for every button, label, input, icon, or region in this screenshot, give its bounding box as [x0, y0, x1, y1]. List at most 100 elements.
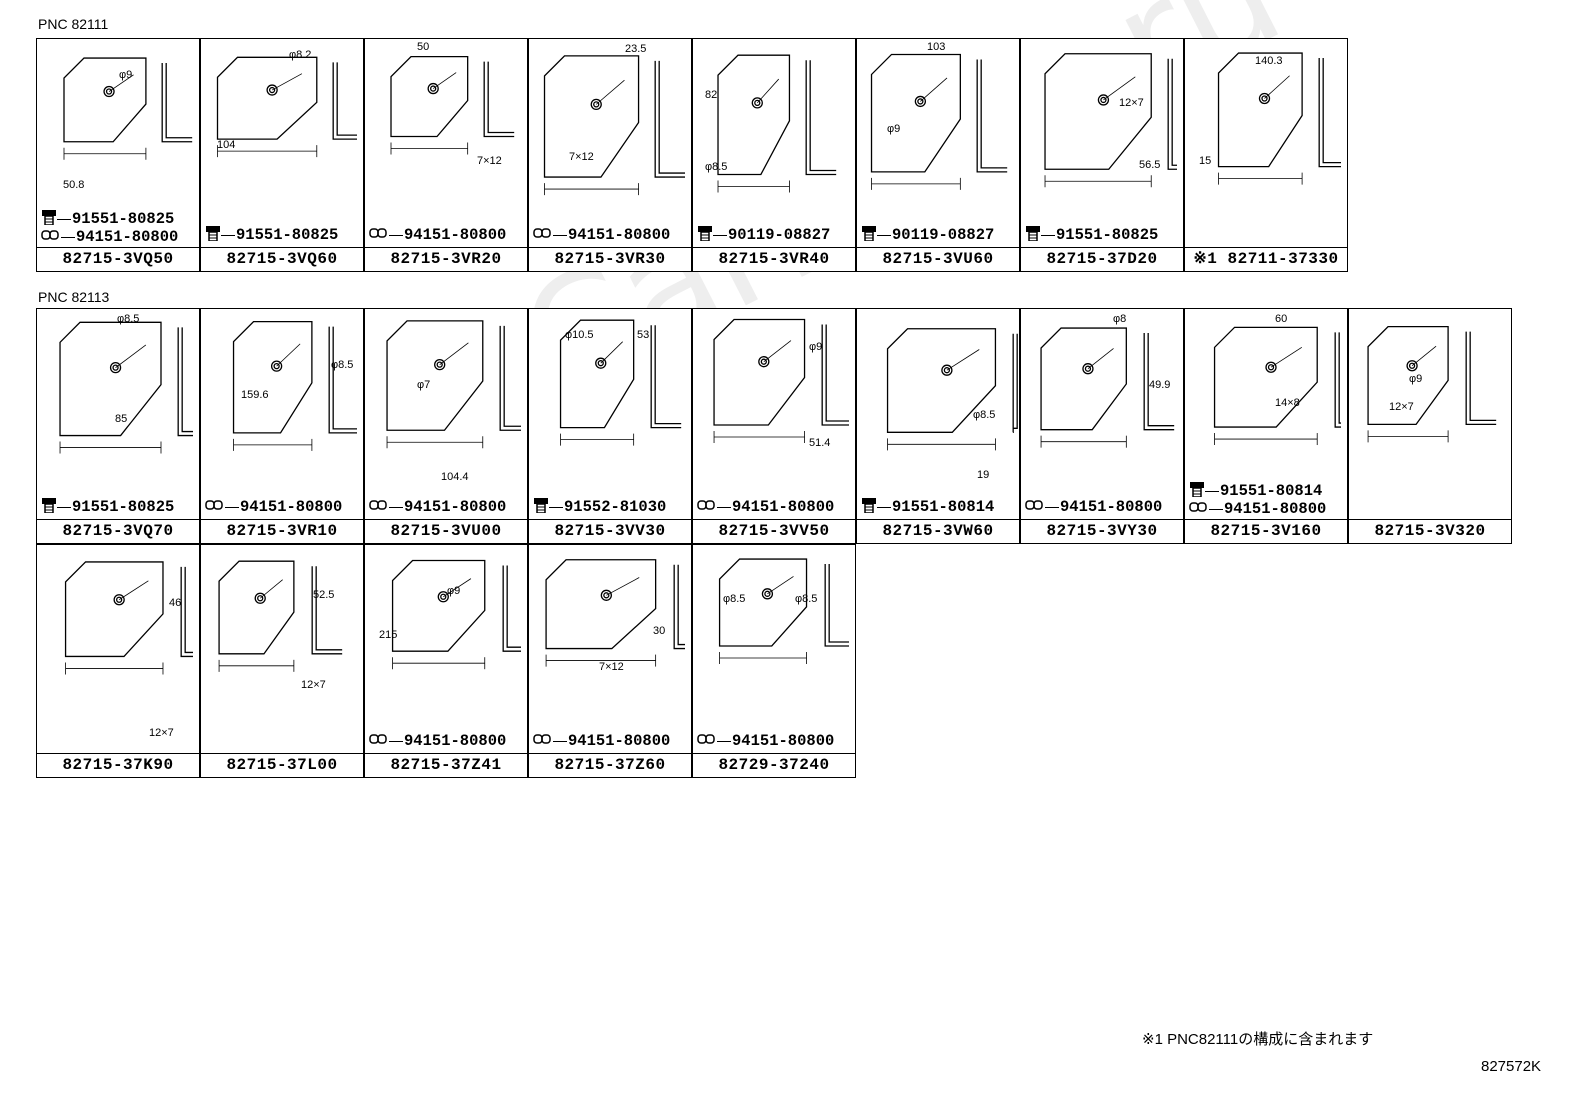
part-number-label[interactable]: 82715-37D20	[1021, 247, 1183, 271]
bolt-icon	[533, 497, 549, 518]
hardware-part-number: 94151-80800	[76, 228, 179, 246]
hardware-part-number: 94151-80800	[240, 498, 343, 516]
part-number-label[interactable]: 82715-3VQ50	[37, 247, 199, 271]
part-number-label[interactable]: 82715-3V160	[1185, 519, 1347, 543]
dimension-label: 19	[977, 469, 990, 481]
dimension-label: φ8.2	[289, 49, 312, 61]
part-number-label[interactable]: 82715-3VR10	[201, 519, 363, 543]
hardware-callout: 94151-80800	[369, 732, 525, 750]
part-number-label[interactable]: 82715-37K90	[37, 753, 199, 777]
bolt-icon	[697, 225, 713, 246]
clip-icon	[1025, 497, 1045, 518]
hardware-callout: 91552-81030	[533, 497, 689, 518]
part-number-label[interactable]: 82715-3VR30	[529, 247, 691, 271]
part-number-label[interactable]: 82715-3VV30	[529, 519, 691, 543]
clip-icon	[369, 731, 389, 752]
leader-line	[389, 234, 403, 236]
leader-line	[57, 506, 71, 508]
hardware-part-number: 91551-80814	[1220, 482, 1323, 500]
dimension-label: φ8.5	[705, 161, 728, 173]
part-number-label[interactable]: 82715-3V320	[1349, 519, 1511, 543]
part-number-label[interactable]: 82715-37L00	[201, 753, 363, 777]
part-number-label[interactable]: 82715-3VQ70	[37, 519, 199, 543]
hardware-part-number: 94151-80800	[568, 732, 671, 750]
leader-line	[389, 506, 403, 508]
bracket-drawing	[391, 559, 521, 670]
leader-line	[1045, 506, 1059, 508]
bracket-drawing	[713, 318, 849, 443]
footnote: ※1 PNC82111の構成に含まれます	[1142, 1031, 1374, 1048]
bracket-drawing	[1213, 326, 1341, 446]
hardware-part-number: 91551-80825	[1056, 226, 1159, 244]
part-number-label[interactable]: 82715-37Z41	[365, 753, 527, 777]
hardware-part-number: 90119-08827	[728, 226, 831, 244]
hardware-callout: 94151-80800	[533, 732, 689, 750]
part-number-label[interactable]: 82715-3VQ60	[201, 247, 363, 271]
bracket-drawing	[390, 55, 515, 155]
hardware-callout: 90119-08827	[861, 225, 1017, 244]
dimension-label: 12×7	[1389, 401, 1414, 413]
part-number-label[interactable]: 82715-3VY30	[1021, 519, 1183, 543]
leader-line	[553, 234, 567, 236]
leader-line	[57, 218, 71, 220]
dimension-label: 14×8	[1275, 397, 1300, 409]
dimension-label: φ8.5	[973, 409, 996, 421]
hardware-callout: 91551-80825	[1025, 225, 1181, 244]
part-number-label[interactable]: 82715-3VW60	[857, 519, 1019, 543]
illustration-code: 827572K	[1481, 1058, 1542, 1075]
hardware-part-number: 94151-80800	[1060, 498, 1163, 516]
hardware-part-number: 91551-80814	[892, 498, 995, 516]
part-number-label[interactable]: 82715-3VU00	[365, 519, 527, 543]
hardware-callout: 94151-80800	[1189, 500, 1345, 518]
part-number-label[interactable]: 82715-37Z60	[529, 753, 691, 777]
dimension-label: 23.5	[625, 43, 647, 55]
part-number-label[interactable]: 82715-3VU60	[857, 247, 1019, 271]
part-number-label[interactable]: ※1 82711-37330	[1185, 247, 1347, 271]
hardware-part-number: 94151-80800	[404, 732, 507, 750]
leader-line	[1209, 508, 1223, 510]
bracket-drawing	[232, 320, 357, 451]
hardware-callout: 94151-80800	[1025, 498, 1181, 516]
dimension-label: 12×7	[149, 727, 174, 739]
bolt-icon	[861, 497, 877, 518]
part-number-label[interactable]: 82715-3VR40	[693, 247, 855, 271]
leader-line	[1041, 234, 1055, 236]
part-number-label[interactable]: 82729-37240	[693, 753, 855, 777]
dimension-label: 159.6	[241, 389, 269, 401]
leader-line	[877, 506, 891, 508]
hardware-callout: 94151-80800	[533, 226, 689, 244]
dimension-label: 12×7	[301, 679, 326, 691]
dimension-label: φ9	[1409, 373, 1423, 385]
part-number-label[interactable]: 82715-3VV50	[693, 519, 855, 543]
hardware-part-number: 94151-80800	[568, 226, 671, 244]
hardware-callout: 90119-08827	[697, 225, 853, 246]
bracket-drawing	[1217, 52, 1341, 185]
leader-line	[549, 506, 563, 508]
clip-icon	[533, 225, 553, 246]
group-title-82111: PNC 82111	[38, 16, 109, 32]
leader-line	[1205, 490, 1219, 492]
dimension-label: 50	[417, 41, 430, 53]
hardware-part-number: 94151-80800	[732, 498, 835, 516]
bracket-drawing	[386, 320, 521, 449]
hardware-part-number: 94151-80800	[732, 732, 835, 750]
part-number-label[interactable]: 82715-3VR20	[365, 247, 527, 271]
hardware-part-number: 91551-80825	[72, 210, 175, 228]
dimension-label: 49.9	[1149, 379, 1171, 391]
dimension-label: 82	[705, 89, 718, 101]
bracket-drawing	[870, 53, 1008, 190]
bracket-drawing	[545, 559, 685, 667]
dimension-label: φ9	[887, 123, 901, 135]
